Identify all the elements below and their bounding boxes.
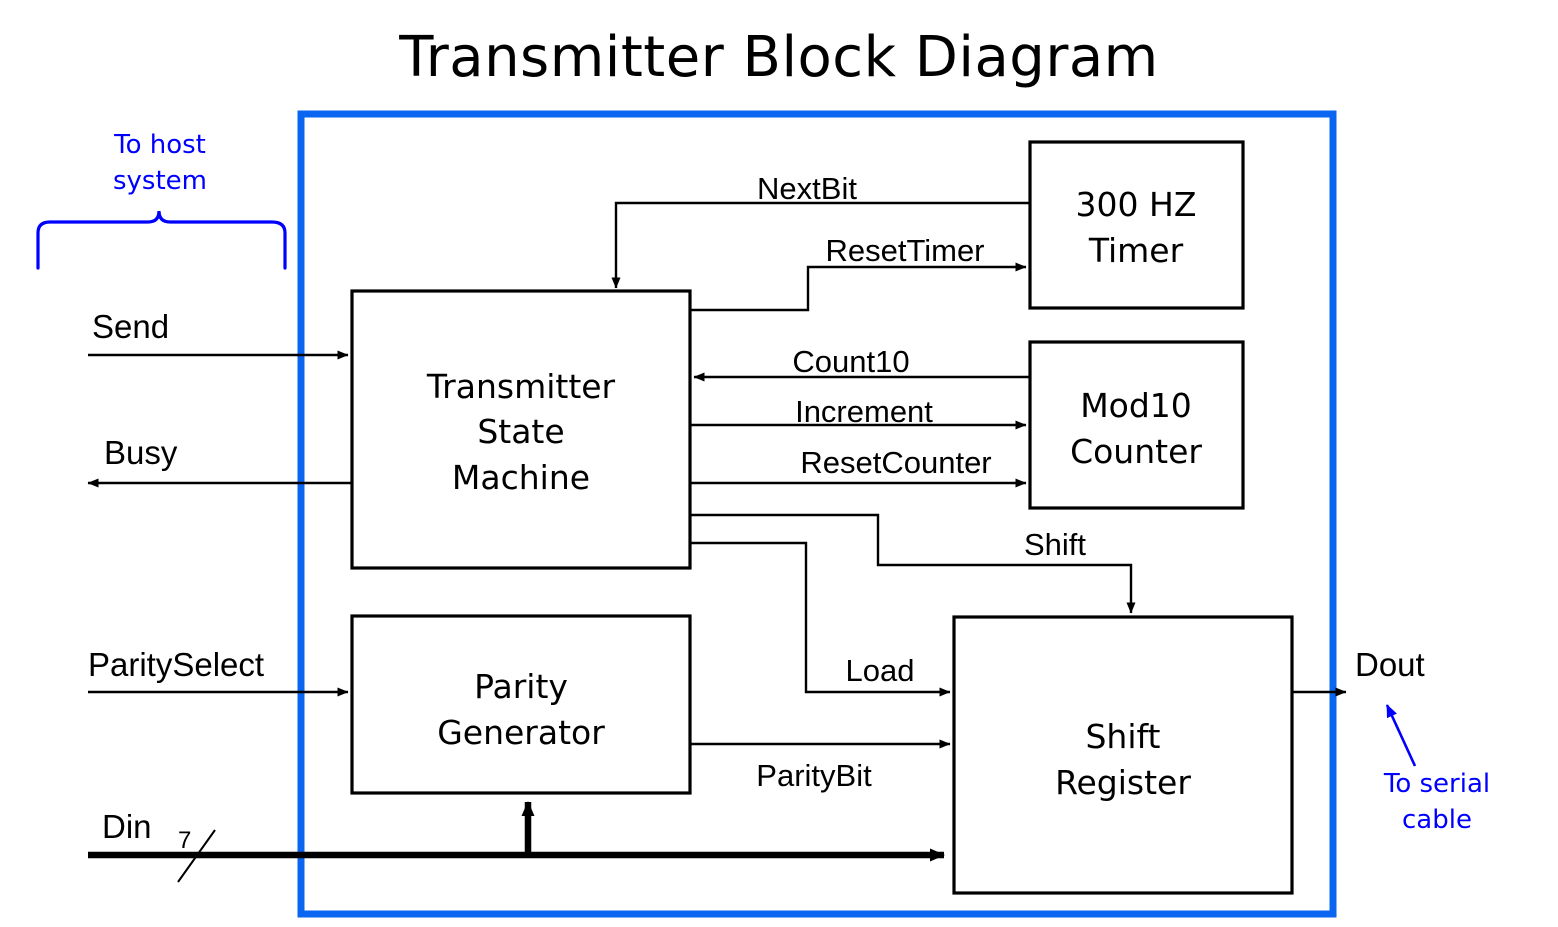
timer-label-line1: 300 HZ [1076,185,1197,224]
port-label-dout: Dout [1355,646,1425,683]
system-boundary [297,110,1337,918]
signal-label-paritybit: ParityBit [756,758,872,793]
page-title: Transmitter Block Diagram [398,25,1158,90]
block-state-machine[interactable]: Transmitter State Machine [350,289,692,570]
port-label-parityselect: ParitySelect [88,646,264,683]
counter-label-line2: Counter [1070,432,1202,471]
state-machine-label-line1: Transmitter [426,367,616,406]
block-shift-register[interactable]: Shift Register [952,615,1294,895]
signal-label-nextbit: NextBit [757,171,857,206]
parity-generator-label-line1: Parity [474,667,568,706]
signal-label-increment: Increment [795,394,933,429]
shift-register-box[interactable] [952,615,1294,895]
annotation-serial-line2: cable [1402,805,1472,835]
counter-box[interactable] [1028,340,1245,510]
port-label-din: Din [102,808,152,845]
shift-register-label-line2: Register [1055,763,1191,802]
annotation-serial-arrow [1385,704,1417,767]
signal-label-shift: Shift [1024,527,1086,562]
signal-label-load: Load [846,653,915,688]
din-bus-width-slash [177,829,216,883]
wire-resettimer [690,262,1027,312]
din-bus-width-label: 7 [178,827,191,854]
counter-label-line1: Mod10 [1080,386,1192,425]
wire-load [690,541,951,697]
signal-label-resetcounter: ResetCounter [800,445,991,480]
parity-generator-box[interactable] [350,614,692,795]
host-brace [36,210,287,270]
block-timer[interactable]: 300 HZ Timer [1028,140,1245,310]
timer-label-line2: Timer [1088,231,1184,270]
annotation-host-line2: system [113,166,207,196]
state-machine-label-line2: State [477,412,564,451]
parity-generator-label-line2: Generator [437,713,605,752]
wire-shift [690,513,1136,614]
annotation-host-line1: To host [113,130,206,160]
wire-nextbit [611,201,1030,289]
state-machine-label-line3: Machine [452,458,590,497]
state-machine-box[interactable] [350,289,692,570]
block-counter[interactable]: Mod10 Counter [1028,340,1245,510]
port-label-busy: Busy [104,434,178,471]
timer-box[interactable] [1028,140,1245,310]
signal-label-count10: Count10 [792,344,909,379]
block-parity-generator[interactable]: Parity Generator [350,614,692,795]
annotation-serial-line1: To serial [1383,769,1490,799]
signal-label-resettimer: ResetTimer [825,233,984,268]
shift-register-label-line1: Shift [1085,717,1160,756]
port-label-send: Send [92,308,169,345]
